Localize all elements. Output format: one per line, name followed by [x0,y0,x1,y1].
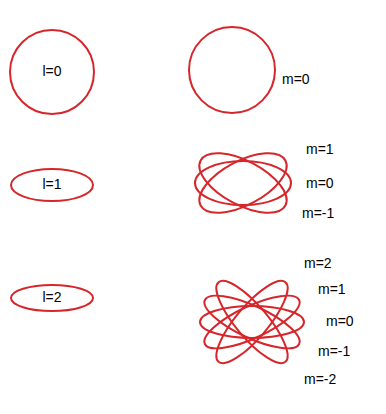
circle-node: l=0 [9,29,95,115]
quantum-number-label: l=0 [42,64,61,79]
node-outline-shape [11,285,93,311]
magnetic-number-label: m=-2 [304,372,336,387]
quantum-number-label: l=2 [42,290,61,305]
elliptical-orbit [198,286,306,359]
elliptical-orbit [190,141,295,225]
elliptical-orbit [200,306,304,338]
elliptical-orbit [198,286,306,359]
elliptical-orbit [195,161,291,205]
node-outline-shape [11,169,93,201]
magnetic-number-label: m=-1 [302,206,334,221]
node-outline-shape [10,30,94,114]
ellipse-node: l=2 [10,284,94,312]
magnetic-number-label: m=0 [326,314,354,329]
magnetic-number-label: m=-1 [318,344,350,359]
orbit-group-l2 [198,272,306,372]
quantum-number-label: l=1 [42,177,61,192]
ellipse-node: l=1 [10,168,94,202]
magnetic-number-label: m=1 [306,142,334,157]
orbit-group-l1 [190,141,295,225]
magnetic-number-label: m=1 [318,282,346,297]
magnetic-number-label: m=0 [282,72,310,87]
magnetic-number-label: m=2 [304,256,332,271]
elliptical-orbit [206,272,297,372]
circular-orbit [189,27,275,113]
magnetic-number-label: m=0 [306,176,334,191]
elliptical-orbit [190,141,295,225]
